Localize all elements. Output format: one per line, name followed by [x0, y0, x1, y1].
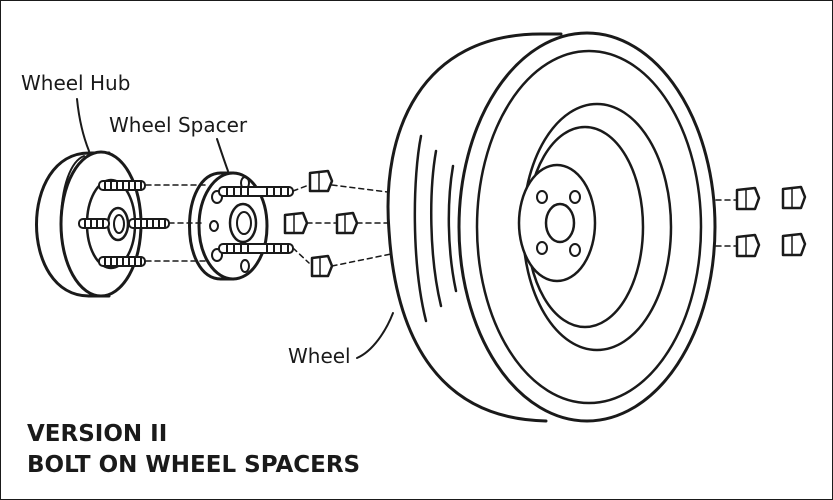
lug-nut-icon	[308, 169, 334, 193]
lug-nut-icon	[283, 211, 309, 235]
leader-line-wheel	[356, 312, 394, 359]
wheel-hub-label: Wheel Hub	[21, 71, 131, 95]
lug-nut-icon	[781, 185, 807, 210]
leader-line-hub	[76, 98, 90, 152]
hub-studs	[78, 180, 170, 267]
wheel	[386, 31, 717, 423]
wheel-lug-nuts	[735, 185, 807, 258]
hub-stud	[78, 218, 110, 229]
lug-nut-icon	[735, 233, 761, 258]
caption-line-version: VERSION II	[27, 421, 168, 447]
lug-nut-icon	[781, 232, 807, 257]
lug-nut-icon	[335, 211, 359, 235]
caption-line-title: BOLT ON WHEEL SPACERS	[27, 452, 361, 478]
wheel-label: Wheel	[288, 344, 351, 368]
wheel-spacer-label: Wheel Spacer	[109, 113, 248, 137]
lug-nut-icon	[735, 186, 761, 211]
lug-nut-icon	[310, 254, 334, 278]
spacer-lug-nuts	[283, 169, 359, 278]
leader-line-spacer	[216, 138, 229, 172]
diagram-caption: VERSION II BOLT ON WHEEL SPACERS	[27, 419, 360, 481]
leader-lines	[76, 98, 394, 359]
